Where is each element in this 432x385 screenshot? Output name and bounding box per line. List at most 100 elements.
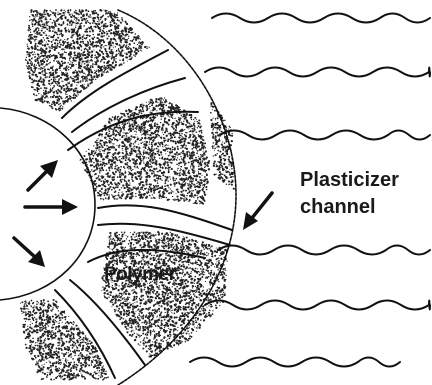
stipple-dot [161,105,163,107]
stipple-dot [187,183,188,184]
stipple-dot [201,142,202,143]
stipple-dot [130,196,132,198]
stipple-dot [50,88,51,89]
stipple-dot [107,155,109,157]
stipple-dot [178,123,179,124]
stipple-dot [147,134,149,136]
stipple-dot [138,129,139,130]
stipple-dot [76,40,78,42]
stipple-dot [37,59,39,61]
stipple-dot [122,123,123,124]
stipple-dot [188,170,190,172]
stipple-dot [154,198,155,199]
stipple-dot [154,300,155,301]
stipple-dot [203,184,204,185]
stipple-dot [65,88,67,90]
stipple-dot [114,13,115,14]
stipple-dot [35,43,37,45]
stipple-dot [149,160,151,162]
stipple-dot [31,82,32,83]
stipple-dot [166,144,167,145]
stipple-dot [92,45,94,47]
stipple-dot [203,148,204,149]
stipple-dot [136,296,138,298]
stipple-dot [168,106,170,108]
stipple-dot [176,174,177,175]
stipple-dot [113,162,115,164]
stipple-dot [167,151,168,152]
stipple-dot [181,121,182,122]
stipple-dot [198,119,200,121]
stipple-dot [134,165,135,166]
stipple-dot [143,143,145,145]
stipple-dot [191,115,192,116]
stipple-dot [91,169,93,171]
stipple-dot [62,48,64,50]
stipple-dot [97,138,98,139]
stipple-dot [124,145,125,146]
stipple-dot [113,146,115,148]
stipple-dot [127,61,128,62]
stipple-dot [78,62,80,64]
stipple-dot [93,76,95,78]
stipple-dot [115,190,116,191]
stipple-dot [110,52,112,54]
stipple-dot [136,125,138,127]
stipple-dot [53,60,55,62]
stipple-dot [174,156,176,158]
stipple-dot [75,90,77,92]
stipple-dot [175,123,176,124]
stipple-dot [189,184,191,186]
stipple-dot [170,150,171,151]
stipple-dot [163,134,164,135]
stipple-dot [86,56,88,58]
stipple-dot [171,162,173,164]
stipple-dot [97,53,99,55]
stipple-dot [164,122,165,123]
stipple-dot [46,24,47,25]
stipple-dot [127,39,128,40]
stipple-dot [73,15,75,17]
stipple-dot [155,143,157,145]
stipple-dot [33,16,34,17]
stipple-dot [163,99,164,100]
stipple-dot [102,193,103,194]
stipple-dot [124,29,126,31]
stipple-dot [189,180,190,181]
stipple-dot [94,152,96,154]
stipple-dot [191,183,193,185]
stipple-dot [161,101,163,103]
stipple-dot [33,93,35,95]
stipple-dot [153,109,155,111]
stipple-dot [153,118,154,119]
stipple-dot [49,47,51,49]
stipple-dot [37,16,38,17]
stipple-dot [126,44,128,46]
stipple-dot [132,195,134,197]
stipple-dot [156,301,158,303]
stipple-dot [129,327,130,328]
stipple-dot [44,100,46,102]
stipple-dot [142,156,144,158]
stipple-dot [185,135,187,137]
stipple-dot [101,35,103,37]
stipple-dot [47,25,48,26]
stipple-dot [26,43,27,44]
stipple-dot [200,125,201,126]
stipple-dot [158,142,160,144]
stipple-dot [48,63,49,64]
stipple-dot [34,51,35,52]
stipple-dot [46,93,48,95]
stipple-dot [103,14,104,15]
stipple-dot [116,14,118,16]
stipple-dot [137,166,138,167]
stipple-dot [192,151,193,152]
stipple-dot [52,69,54,71]
stipple-dot [162,132,163,133]
stipple-dot [140,302,142,304]
stipple-dot [166,176,168,178]
stipple-dot [50,10,51,11]
stipple-dot [57,45,58,46]
stipple-dot [130,58,132,60]
stipple-dot [203,158,205,160]
